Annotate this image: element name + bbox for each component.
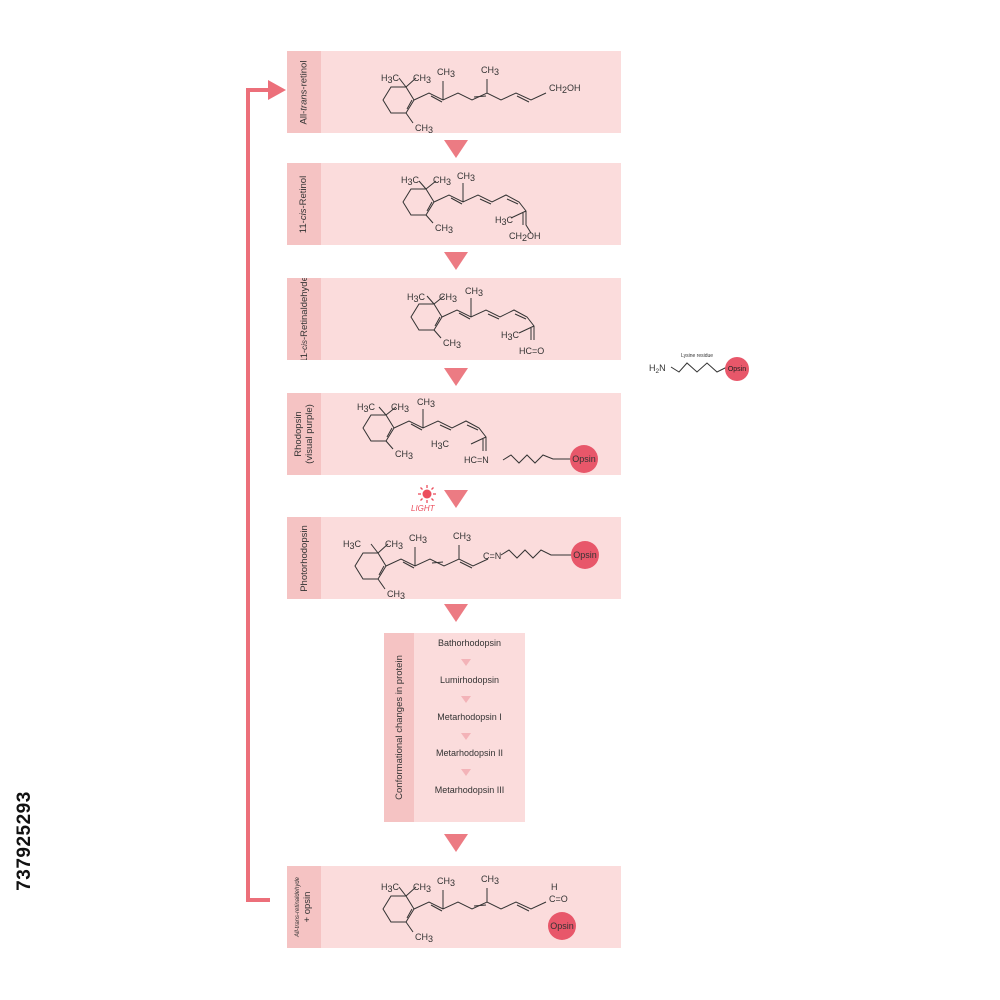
svg-text:H2N: H2N bbox=[649, 363, 666, 375]
stage-label: Rhodopsin(visual purple) bbox=[293, 404, 316, 464]
conformational-step: Lumirhodopsin bbox=[439, 675, 500, 685]
h3c-label: H3C bbox=[381, 73, 400, 85]
all-trans-retinol-structure: H3C CH3 CH3 CH3 CH3 CH2OH bbox=[321, 51, 621, 133]
stage-label: 11-cis-Retinol bbox=[298, 175, 310, 233]
conformational-step: Metarhodopsin I bbox=[437, 712, 502, 722]
conformational-changes-tab: Conformational changes in protein bbox=[384, 633, 414, 822]
flow-arrow bbox=[444, 834, 468, 852]
stage-11-cis-retinol: 11-cis-Retinol H3C CH3 CH3 CH3 H3C bbox=[287, 163, 621, 245]
svg-text:H3C: H3C bbox=[495, 215, 514, 227]
svg-text:CH3: CH3 bbox=[433, 175, 451, 187]
svg-text:CH3: CH3 bbox=[409, 533, 427, 545]
svg-text:HC=O: HC=O bbox=[519, 346, 544, 356]
flow-arrow bbox=[444, 252, 468, 270]
cycle-return-arrow bbox=[246, 80, 286, 902]
11-cis-retinol-structure: H3C CH3 CH3 CH3 H3C CH2OH bbox=[321, 163, 621, 245]
mini-arrow bbox=[461, 696, 471, 703]
svg-text:HC=N: HC=N bbox=[464, 455, 489, 465]
svg-text:H3C: H3C bbox=[381, 882, 400, 894]
conformational-step: Bathorhodopsin bbox=[437, 638, 502, 648]
svg-text:CH3: CH3 bbox=[465, 286, 483, 298]
stage-label-tab: 11-cis-Retinol bbox=[287, 163, 321, 245]
photorhodopsin-structure: H3C CH3 CH3 CH3 CH3 C=N Opsin bbox=[321, 517, 621, 599]
stage-photorhodopsin: Photorhodopsin H3C CH3 CH3 CH3 CH3 bbox=[287, 517, 621, 599]
image-id: 737925293 bbox=[14, 791, 35, 891]
conformational-changes-box: Conformational changes in protein Bathor… bbox=[384, 633, 525, 822]
stage-all-trans-retinol: All-trans-retinol H3C CH3 CH3 CH3 CH3 CH bbox=[287, 51, 621, 133]
svg-text:CH3: CH3 bbox=[437, 67, 455, 79]
svg-text:H3C: H3C bbox=[343, 539, 362, 551]
opsin-label: Opsin bbox=[573, 550, 597, 560]
mini-arrow bbox=[461, 733, 471, 740]
svg-text:CH3: CH3 bbox=[453, 531, 471, 543]
svg-text:H3C: H3C bbox=[407, 292, 426, 304]
mini-arrow bbox=[461, 659, 471, 666]
svg-text:CH2OH: CH2OH bbox=[549, 83, 581, 95]
flow-arrow bbox=[444, 140, 468, 158]
svg-text:CH3: CH3 bbox=[457, 171, 475, 183]
stage-all-trans-retinaldehyde-opsin: All-trans-retinaldehyde+ opsin H3C CH3 C… bbox=[287, 866, 621, 948]
lysine-residue-opsin: Lysine residue H2N Opsin bbox=[645, 350, 755, 389]
opsin-label: Opsin bbox=[572, 454, 596, 464]
stage-label: All-trans-retinaldehyde+ opsin bbox=[295, 876, 313, 938]
stage-label-tab: 11-cis-Retinaldehyde bbox=[287, 278, 321, 360]
svg-text:H3C: H3C bbox=[401, 175, 420, 187]
flow-arrow bbox=[444, 604, 468, 622]
flow-arrow bbox=[444, 490, 468, 508]
svg-text:CH3: CH3 bbox=[387, 589, 405, 599]
stage-label: All-trans-retinol bbox=[298, 60, 310, 124]
svg-text:CH3: CH3 bbox=[385, 539, 403, 551]
conformational-changes-title: Conformational changes in protein bbox=[393, 655, 405, 800]
svg-text:CH3: CH3 bbox=[443, 338, 461, 350]
all-trans-retinaldehyde-structure: H3C CH3 CH3 CH3 CH3 H C=O Opsin bbox=[321, 866, 621, 948]
light-label: LIGHT bbox=[411, 504, 435, 513]
svg-text:CH3: CH3 bbox=[413, 73, 431, 85]
lysine-residue-caption: Lysine residue bbox=[681, 353, 713, 359]
svg-text:CH3: CH3 bbox=[481, 65, 499, 77]
stage-label: Photorhodopsin bbox=[298, 524, 310, 592]
svg-text:CH3: CH3 bbox=[481, 874, 499, 886]
stage-label-tab: All-trans-retinol bbox=[287, 51, 321, 133]
svg-text:H: H bbox=[551, 882, 558, 892]
svg-text:H3C: H3C bbox=[357, 402, 376, 414]
stage-label-tab: Rhodopsin(visual purple) bbox=[287, 393, 321, 475]
stage-label: 11-cis-Retinaldehyde bbox=[298, 278, 310, 360]
light-sun-icon bbox=[418, 485, 436, 503]
svg-text:C=N: C=N bbox=[483, 551, 501, 561]
opsin-label: Opsin bbox=[728, 366, 746, 373]
svg-text:CH3: CH3 bbox=[391, 402, 409, 414]
stage-rhodopsin: Rhodopsin(visual purple) H3C CH3 CH3 bbox=[287, 393, 621, 475]
stage-label-tab: Photorhodopsin bbox=[287, 517, 321, 599]
opsin-label: Opsin bbox=[550, 921, 574, 931]
stage-label-tab: All-trans-retinaldehyde+ opsin bbox=[287, 866, 321, 948]
svg-text:CH2OH: CH2OH bbox=[509, 231, 541, 243]
svg-text:CH3: CH3 bbox=[415, 932, 433, 944]
11-cis-retinaldehyde-structure: H3C CH3 CH3 CH3 H3C HC=O bbox=[321, 278, 621, 360]
conformational-step: Metarhodopsin III bbox=[434, 785, 505, 795]
svg-text:CH3: CH3 bbox=[435, 223, 453, 235]
svg-text:H3C: H3C bbox=[501, 330, 520, 342]
rhodopsin-structure: H3C CH3 CH3 CH3 H3C HC=N Opsin bbox=[321, 393, 621, 475]
svg-text:CH3: CH3 bbox=[415, 123, 433, 133]
svg-text:CH3: CH3 bbox=[439, 292, 457, 304]
svg-text:CH3: CH3 bbox=[395, 449, 413, 461]
svg-text:CH3: CH3 bbox=[417, 397, 435, 409]
conformational-step: Metarhodopsin II bbox=[435, 748, 504, 758]
svg-text:H3C: H3C bbox=[431, 439, 450, 451]
mini-arrow bbox=[461, 769, 471, 776]
svg-text:C=O: C=O bbox=[549, 894, 568, 904]
stage-11-cis-retinaldehyde: 11-cis-Retinaldehyde H3C CH3 CH3 CH3 bbox=[287, 278, 621, 360]
svg-text:CH3: CH3 bbox=[413, 882, 431, 894]
flow-arrow bbox=[444, 368, 468, 386]
svg-text:CH3: CH3 bbox=[437, 876, 455, 888]
